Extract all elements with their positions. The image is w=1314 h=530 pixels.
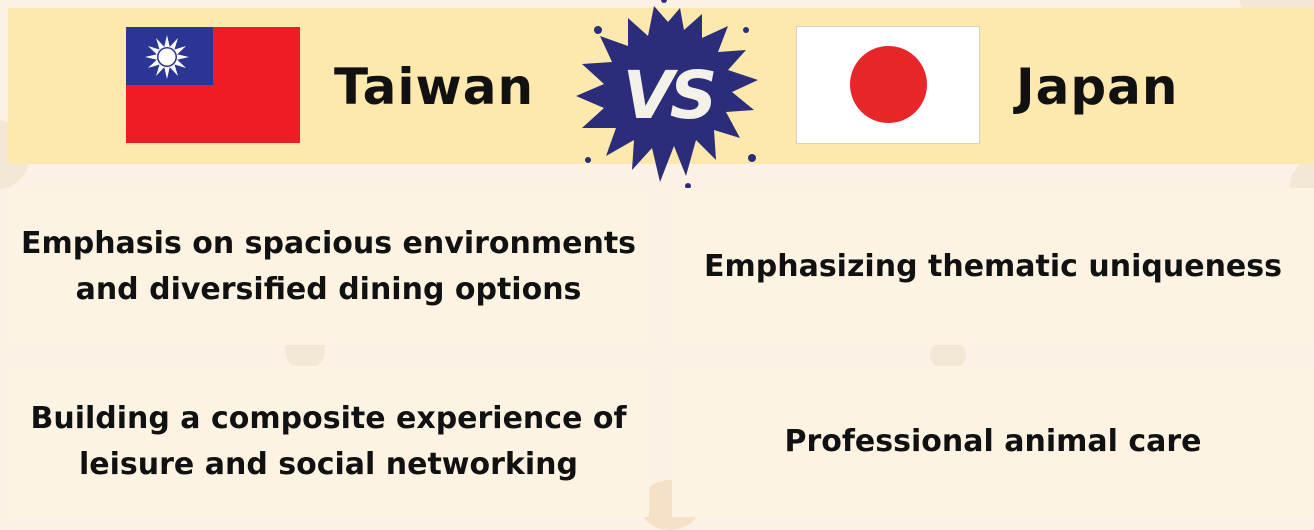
vs-label: VS [622,57,718,134]
vs-badge: VS [568,0,768,190]
japan-point-1: Emphasizing thematic uniqueness [672,188,1314,345]
japan-title: Japan [1016,58,1179,116]
decor-blob [930,340,966,370]
comparison-text: Professional animal care [784,423,1202,459]
taiwan-point-1: Emphasis on spacious environments and di… [8,188,649,345]
paint-splash-icon [576,0,758,189]
comparison-text: Emphasizing thematic uniqueness [704,248,1282,284]
comparison-text: Building a composite experience of leisu… [30,400,627,482]
flag-disc [850,46,927,123]
taiwan-flag-icon [126,27,300,143]
taiwan-title: Taiwan [334,58,535,116]
taiwan-point-2: Building a composite experience of leisu… [8,366,649,517]
japan-flag-icon [797,27,979,143]
comparison-text: Emphasis on spacious environments and di… [20,225,637,307]
sun-icon [145,35,189,79]
japan-point-2: Professional animal care [672,366,1314,517]
